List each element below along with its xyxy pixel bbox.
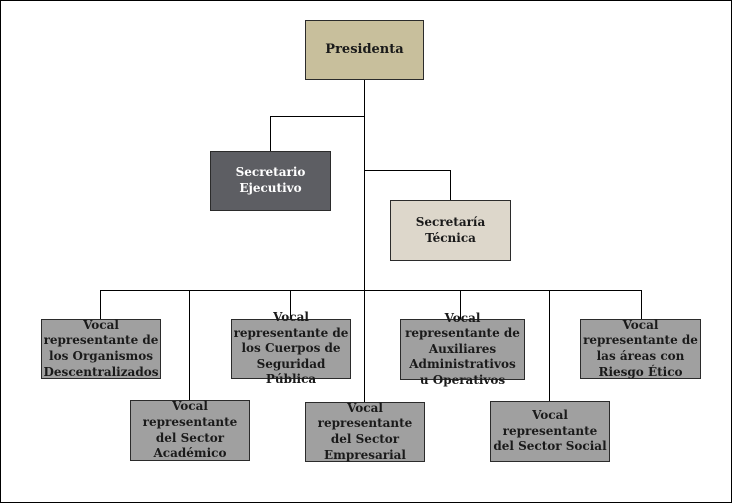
vocal-label: Vocal representante de los Organismos De… — [43, 317, 159, 379]
vocal-label: Vocal representante de Auxiliares Admini… — [405, 310, 520, 387]
vocal-box: Vocal representante de las áreas con Rie… — [580, 317, 701, 379]
vocal-box: Vocal representante del Sector Social — [490, 401, 610, 462]
secretario-ejecutivo-label: Secretario Ejecutivo — [235, 165, 306, 195]
secretario-ejecutivo-box: Secretario Ejecutivo — [210, 151, 331, 211]
vocal-box: Vocal representante de los Cuerpos de Se… — [231, 310, 351, 386]
vocal-box: Vocal representante del Sector Empresari… — [305, 400, 425, 462]
presidenta-label: Presidenta — [325, 41, 404, 57]
vocal-label: Vocal representante del Sector Académico — [142, 399, 238, 461]
vocal-box: Vocal representante de Auxiliares Admini… — [400, 311, 525, 387]
presidenta-box: Presidenta — [305, 20, 424, 80]
vocal-label: Vocal representante del Sector Empresari… — [317, 400, 413, 462]
vocal-label: Vocal representante de las áreas con Rie… — [583, 317, 698, 379]
branch-secretario — [270, 116, 365, 151]
vocal-box: Vocal representante del Sector Académico — [130, 399, 250, 461]
vocal-label: Vocal representante del Sector Social — [493, 408, 607, 454]
vocal-label: Vocal representante de los Cuerpos de Se… — [233, 310, 349, 387]
vocal-box: Vocal representante de los Organismos De… — [41, 317, 161, 379]
secretaria-tecnica-box: Secretaría Técnica — [390, 200, 511, 261]
secretaria-tecnica-label: Secretaría Técnica — [415, 214, 486, 245]
branch-secretaria — [364, 170, 451, 200]
